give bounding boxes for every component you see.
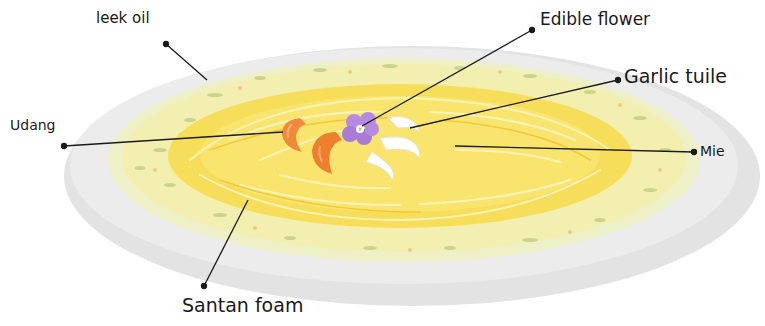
part-label: Santan foam [182, 295, 303, 316]
part-label: Mie [700, 144, 725, 159]
part-label: Udang [10, 118, 55, 133]
part-label: Edible flower [540, 10, 650, 29]
part-label: Garlic tuile [624, 66, 727, 87]
part-label: leek oil [96, 10, 150, 27]
